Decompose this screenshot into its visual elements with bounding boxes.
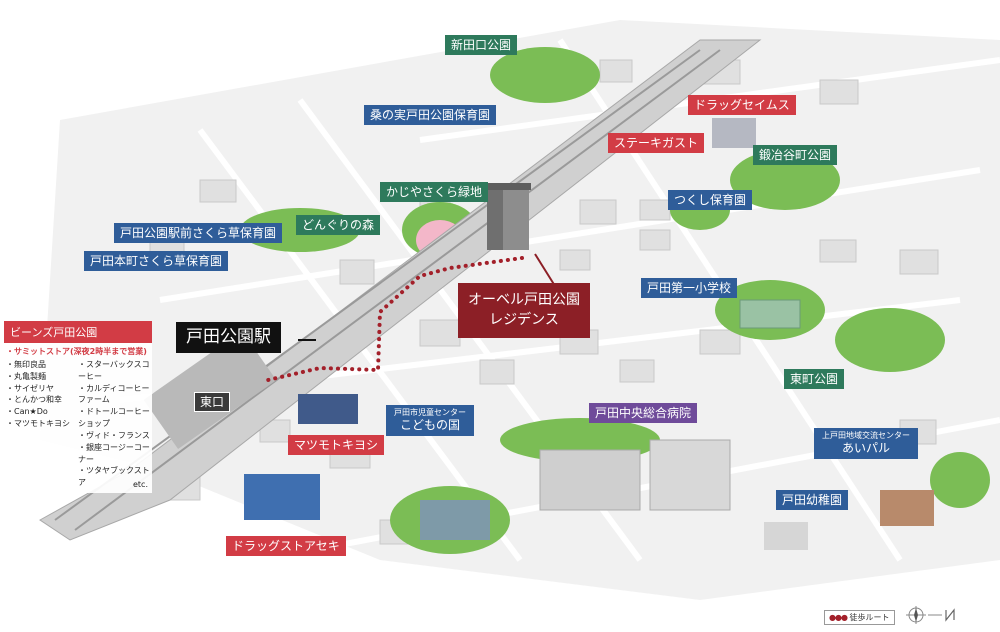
east-exit-label[interactable]: 東口 (194, 392, 231, 412)
station-label[interactable]: 戸田公園駅 (176, 322, 281, 353)
shop-item: ・ドトールコーヒーショップ (78, 407, 150, 429)
label-kodomo-no-kuni[interactable]: 戸田市児童センター こどもの国 (386, 405, 474, 436)
legend-route-label: 徒歩ルート (849, 613, 890, 622)
label-chuo-hospital[interactable]: 戸田中央総合病院 (589, 403, 698, 423)
aipal-subtitle: 上戸田地域交流センター (822, 431, 910, 440)
label-drug-seims[interactable]: ドラッグセイムス (688, 95, 796, 115)
label-drugstore-seki[interactable]: ドラッグストアセキ (226, 536, 346, 556)
drugstore-seki-store (244, 474, 320, 520)
shop-item: ・サイゼリヤ (6, 383, 54, 393)
beans-title: ビーンズ戸田公園 (4, 321, 152, 343)
drug-seims-store (712, 118, 756, 148)
label-kajiyacho-park[interactable]: 鍛冶谷町公園 (753, 145, 838, 165)
railway-track (54, 49, 701, 521)
railway-track (74, 49, 721, 531)
beans-col-1: ・無印良品 ・丸亀製麺 ・サイゼリヤ ・とんかつ和幸 ・Can★Do ・マツモト… (6, 359, 78, 489)
shop-item: ・丸亀製麺 (6, 371, 46, 381)
compass-icon (906, 606, 955, 624)
shop-item: ・とんかつ和幸 (6, 395, 62, 405)
beans-shop-list: ・無印良品 ・丸亀製麺 ・サイゼリヤ ・とんかつ和幸 ・Can★Do ・マツモト… (4, 359, 152, 493)
beans-etc: etc. (133, 480, 148, 490)
map-legend: ●●● 徒歩ルート (824, 610, 895, 625)
label-toda-kindergarten[interactable]: 戸田幼稚園 (776, 490, 849, 510)
label-steak-gusto[interactable]: ステーキガスト (608, 133, 705, 153)
label-tsukushi-nursery[interactable]: つくし保育園 (668, 190, 753, 210)
aipal-title: あいパル (841, 441, 890, 455)
beans-subtitle: ・サミットストア(深夜2時半まで営業) (6, 347, 147, 356)
label-aipal[interactable]: 上戸田地域交流センター あいパル (814, 428, 918, 459)
beans-toda-koen-panel[interactable]: ビーンズ戸田公園 ・サミットストア(深夜2時半まで営業) ・無印良品 ・丸亀製麺… (4, 321, 152, 494)
school-building (739, 299, 801, 329)
shop-item: ・カルディコーヒーファーム (78, 383, 150, 405)
walking-route-path (266, 256, 524, 382)
shop-item: ・無印良品 (6, 360, 46, 369)
hospital-annex (649, 439, 731, 511)
kodomo-title: こどもの国 (399, 418, 460, 432)
shop-item: ・ツタヤブックストア (78, 466, 150, 488)
matsukiyo-store (298, 394, 358, 424)
label-honcho-nursery[interactable]: 戸田本町さくら草保育園 (84, 251, 229, 271)
property-name-line2: レジデンス (489, 312, 559, 329)
label-kuwanomi-nursery[interactable]: 桑の実戸田公園保育園 (364, 105, 497, 125)
label-higashi-park[interactable]: 東町公園 (784, 369, 845, 389)
station-building (143, 331, 277, 449)
kodomo-subtitle: 戸田市児童センター (394, 408, 466, 417)
route-dots-icon: ●●● (829, 613, 848, 622)
aipal-building (880, 490, 934, 526)
hospital-building (539, 449, 641, 511)
shop-item: ・銀座コージーコーナー (78, 442, 150, 464)
label-kajiya-sakura[interactable]: かじやさくら緑地 (380, 182, 489, 202)
kodomo-center-building (420, 500, 490, 540)
beans-col-2: ・スターバックスコーヒー ・カルディコーヒーファーム ・ドトールコーヒーショップ… (78, 359, 150, 489)
property-tower (485, 183, 531, 250)
property-pointer (534, 253, 556, 287)
label-matsukiyo[interactable]: マツモトキヨシ (288, 435, 385, 455)
shop-item: ・ヴィド・フランス (78, 430, 150, 440)
label-shintaguchi-park[interactable]: 新田口公園 (445, 35, 518, 55)
property-name-line1: オーベル戸田公園 (468, 292, 580, 308)
shop-item: ・スターバックスコーヒー (78, 360, 150, 381)
shop-item: ・マツモトキヨシ (6, 419, 70, 429)
kindergarten-building (764, 522, 808, 550)
label-donguri-forest[interactable]: どんぐりの森 (296, 215, 381, 235)
shop-item: ・Can★Do (6, 407, 48, 417)
label-toda-elementary[interactable]: 戸田第一小学校 (641, 278, 738, 298)
label-ekimae-nursery[interactable]: 戸田公園駅前さくら草保育園 (114, 223, 283, 243)
property-label[interactable]: オーベル戸田公園 レジデンス (458, 283, 590, 338)
